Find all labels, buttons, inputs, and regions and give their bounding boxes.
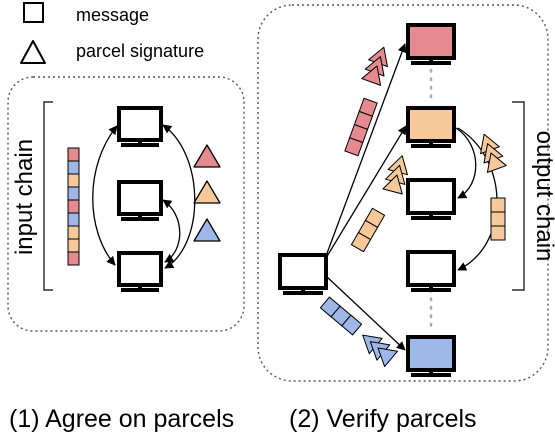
left-panel: input chain <box>7 76 245 332</box>
message-strip <box>344 97 378 157</box>
input-chain-label: input chain <box>11 139 38 255</box>
computer-icon <box>406 23 456 65</box>
computer-icon <box>278 253 328 295</box>
signature-triangle-icon <box>20 40 46 64</box>
message-block <box>350 231 372 253</box>
message-block <box>67 160 80 175</box>
agreement-arrow <box>162 124 196 269</box>
message-block <box>490 197 506 213</box>
right-panel: output chain <box>257 4 555 382</box>
right-panel-border <box>257 4 549 382</box>
signature-stack <box>362 334 398 368</box>
computer-icon <box>406 178 456 220</box>
caption-agree: (1) Agree on parcels <box>9 405 234 433</box>
signature-triangle-icon <box>361 65 382 86</box>
verify-arrow <box>325 43 407 257</box>
computer-icon <box>117 180 163 221</box>
message-block <box>67 212 80 227</box>
signature-triangle-icon <box>377 347 398 368</box>
left-panel-border <box>7 76 245 332</box>
message-strip <box>319 296 363 336</box>
message-strip <box>350 207 386 253</box>
computer-icon <box>117 106 163 147</box>
message-block <box>67 199 80 214</box>
output-arrow <box>455 127 477 199</box>
agreement-arrow <box>92 125 118 266</box>
computer-icon <box>406 106 456 148</box>
parcel-messages <box>319 46 507 368</box>
message-block <box>67 173 80 188</box>
message-block <box>344 137 364 157</box>
input-chain-blocks <box>67 147 80 266</box>
message-block <box>67 186 80 201</box>
signature-triangle-icon <box>193 144 221 168</box>
message-block <box>67 147 80 162</box>
signature-stack <box>382 155 408 195</box>
message-block <box>67 225 80 240</box>
computer-icon <box>406 250 456 292</box>
signature-triangle-icon <box>193 180 221 204</box>
signature-triangle-icon <box>382 174 403 195</box>
signature-triangle-icon <box>486 152 507 173</box>
message-block <box>490 225 506 241</box>
input-chain-bracket <box>43 101 53 291</box>
verify-arrow <box>325 275 406 351</box>
output-chain-label: output chain <box>531 131 555 262</box>
caption-verify: (2) Verify parcels <box>289 405 477 433</box>
legend-message-label: message <box>76 5 149 25</box>
output-chain-bracket <box>512 101 525 291</box>
signature-stack <box>480 133 507 173</box>
legend-signature-label: parcel signature <box>76 41 204 61</box>
message-block <box>490 211 506 227</box>
verify-arrow <box>325 125 407 259</box>
agreement-arrow <box>162 199 181 263</box>
message-square-icon <box>23 2 44 23</box>
message-block <box>341 314 363 336</box>
message-block <box>67 238 80 253</box>
computer-icon <box>117 251 163 292</box>
legend: message parcel signature <box>20 2 204 64</box>
message-strip <box>490 197 506 241</box>
computer-icon <box>406 335 456 377</box>
message-block <box>67 251 80 266</box>
signature-stack <box>361 46 388 86</box>
signature-triangle-icon <box>193 218 221 242</box>
